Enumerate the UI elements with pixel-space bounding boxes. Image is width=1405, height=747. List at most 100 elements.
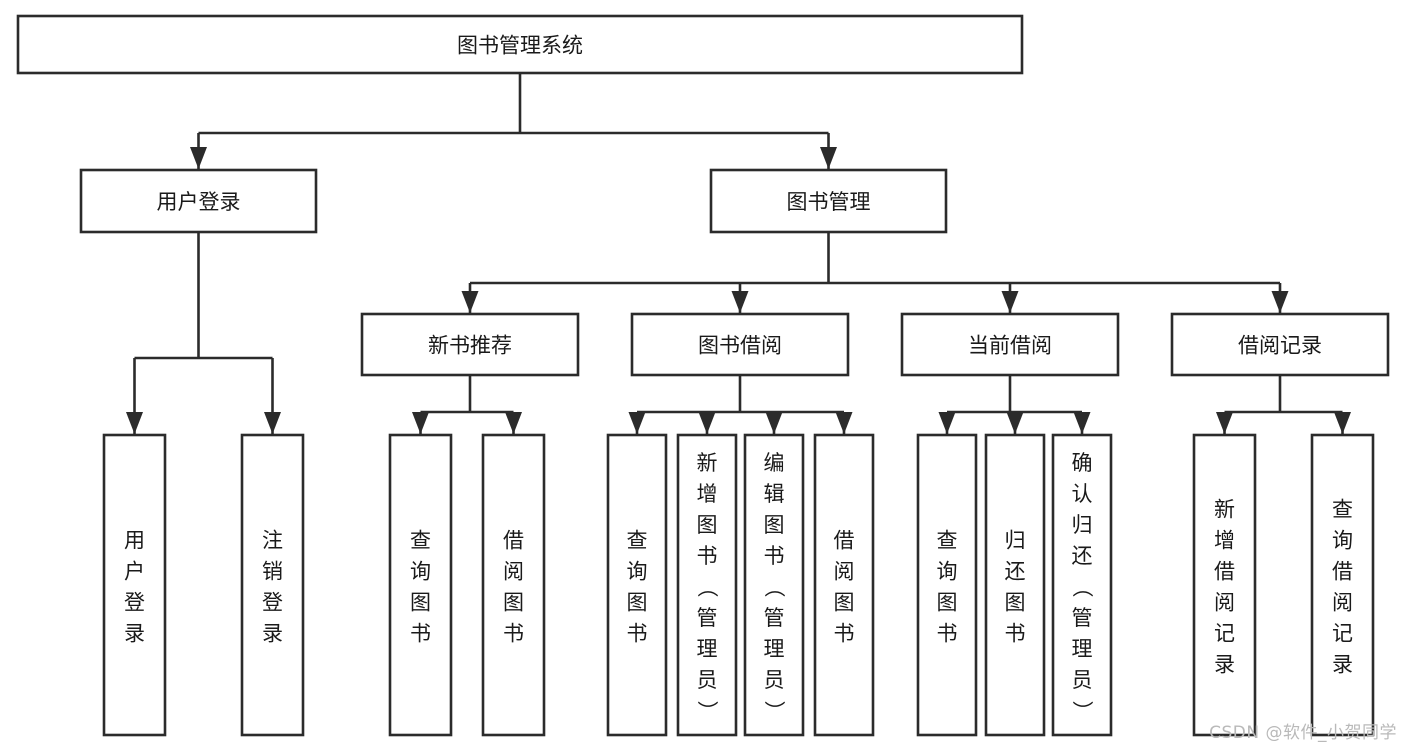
node-label-char: 录	[124, 622, 145, 646]
node-current-borrow[interactable]: 当前借阅	[900, 312, 1120, 377]
node-leaf-user-login[interactable]: 用户登录	[102, 433, 167, 737]
node-label-char: 记	[1332, 622, 1353, 646]
node-label-char: 管	[1072, 606, 1093, 630]
node-label-char: （	[1070, 577, 1094, 598]
node-label-char: 询	[410, 560, 431, 584]
node-box[interactable]	[606, 433, 668, 737]
node-label-char: 查	[410, 529, 431, 553]
node-label-char: 用	[124, 529, 145, 553]
node-label-char: （	[762, 577, 786, 598]
node-label-char: 图	[1005, 591, 1026, 615]
node-label-char: 户	[124, 560, 145, 584]
arrow-head-icon	[190, 147, 207, 169]
node-box[interactable]	[743, 433, 805, 737]
arrow-head-icon	[765, 412, 783, 434]
connector-layer	[126, 73, 1351, 434]
arrow-head-icon	[461, 291, 479, 313]
node-label-char: 归	[1072, 513, 1093, 537]
node-box[interactable]	[240, 433, 305, 737]
node-label-char: 销	[262, 560, 283, 584]
node-box[interactable]	[388, 433, 453, 737]
node-box[interactable]	[900, 312, 1120, 377]
node-box[interactable]	[79, 168, 318, 234]
node-label-char: 录	[262, 622, 283, 646]
arrow-head-icon	[1334, 412, 1351, 434]
node-label-char: 图	[937, 591, 958, 615]
node-label-char: 归	[1005, 529, 1026, 553]
node-box[interactable]	[360, 312, 580, 377]
node-box[interactable]	[813, 433, 875, 737]
node-label: 当前借阅	[968, 334, 1052, 358]
arrow-head-icon	[412, 412, 429, 434]
node-box[interactable]	[481, 433, 546, 737]
node-label-char: 登	[262, 591, 283, 615]
node-label-char: 借	[503, 529, 524, 553]
node-label-char: 图	[697, 513, 718, 537]
node-label-char: 查	[937, 529, 958, 553]
node-label-char: 录	[1332, 653, 1353, 677]
node-label-char: 编	[764, 451, 785, 475]
node-box[interactable]	[916, 433, 978, 737]
node-label-char: 借	[1214, 560, 1235, 584]
node-box[interactable]	[1192, 433, 1257, 737]
node-box[interactable]	[630, 312, 850, 377]
node-box[interactable]	[676, 433, 738, 737]
node-new-book-recommend[interactable]: 新书推荐	[360, 312, 580, 377]
node-layer: 图书管理系统用户登录图书管理新书推荐图书借阅当前借阅借阅记录用户登录注销登录查询…	[16, 14, 1390, 737]
node-label-char: （	[695, 577, 719, 598]
node-label-char: 还	[1072, 544, 1093, 568]
node-box[interactable]	[1170, 312, 1390, 377]
node-user-login[interactable]: 用户登录	[79, 168, 318, 234]
node-book-management[interactable]: 图书管理	[709, 168, 948, 234]
arrow-head-icon	[628, 412, 646, 434]
arrow-head-icon	[1216, 412, 1233, 434]
node-borrow-record[interactable]: 借阅记录	[1170, 312, 1390, 377]
node-label-char: 书	[1005, 622, 1026, 646]
node-label-char: 借	[834, 529, 855, 553]
node-label-char: 阅	[1332, 591, 1353, 615]
node-label: 新书推荐	[428, 334, 512, 358]
node-root[interactable]: 图书管理系统	[16, 14, 1024, 75]
arrow-head-icon	[835, 412, 853, 434]
node-label-char: 阅	[1214, 591, 1235, 615]
node-label: 图书管理系统	[457, 34, 583, 58]
node-label-char: 图	[764, 513, 785, 537]
node-label-char: 理	[764, 637, 785, 661]
node-box[interactable]	[984, 433, 1046, 737]
node-label-char: 管	[764, 606, 785, 630]
node-label-char: 书	[764, 544, 785, 568]
node-label: 借阅记录	[1238, 334, 1322, 358]
node-label-char: 增	[1214, 529, 1235, 553]
node-label-char: 书	[627, 622, 648, 646]
node-label-char: 图	[834, 591, 855, 615]
node-box[interactable]	[102, 433, 167, 737]
node-box[interactable]	[1310, 433, 1375, 737]
node-label-char: 记	[1214, 622, 1235, 646]
node-box[interactable]	[709, 168, 948, 234]
node-box[interactable]	[1051, 433, 1113, 737]
arrow-head-icon	[1073, 412, 1091, 434]
arrow-head-icon	[1006, 412, 1024, 434]
node-label-char: 图	[410, 591, 431, 615]
node-label-char: 辑	[764, 482, 785, 506]
node-label-char: 询	[1332, 529, 1353, 553]
node-label-char: 图	[627, 591, 648, 615]
node-book-borrow[interactable]: 图书借阅	[630, 312, 850, 377]
arrow-head-icon	[820, 147, 837, 169]
node-label-char: 登	[124, 591, 145, 615]
node-label-char: 查	[627, 529, 648, 553]
node-box[interactable]	[16, 14, 1024, 75]
